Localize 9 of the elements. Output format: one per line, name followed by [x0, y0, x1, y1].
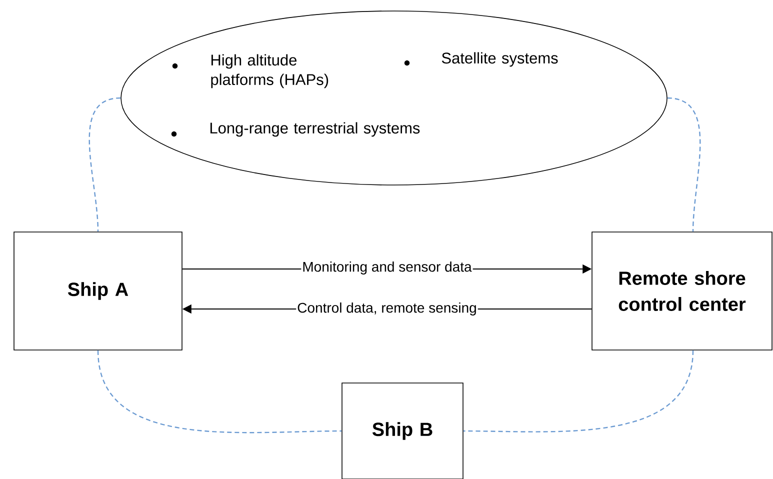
box: Ship B	[342, 382, 464, 479]
connector-line	[463, 350, 694, 432]
connector-line	[667, 97, 701, 232]
edge-label: Control data, remote sensing	[296, 301, 478, 317]
box: Remote shore control center	[592, 232, 772, 350]
connector-line	[88, 97, 121, 232]
edge-label: Monitoring and sensor data	[301, 260, 473, 276]
box: Ship A	[14, 232, 182, 350]
connector-line	[97, 350, 342, 434]
